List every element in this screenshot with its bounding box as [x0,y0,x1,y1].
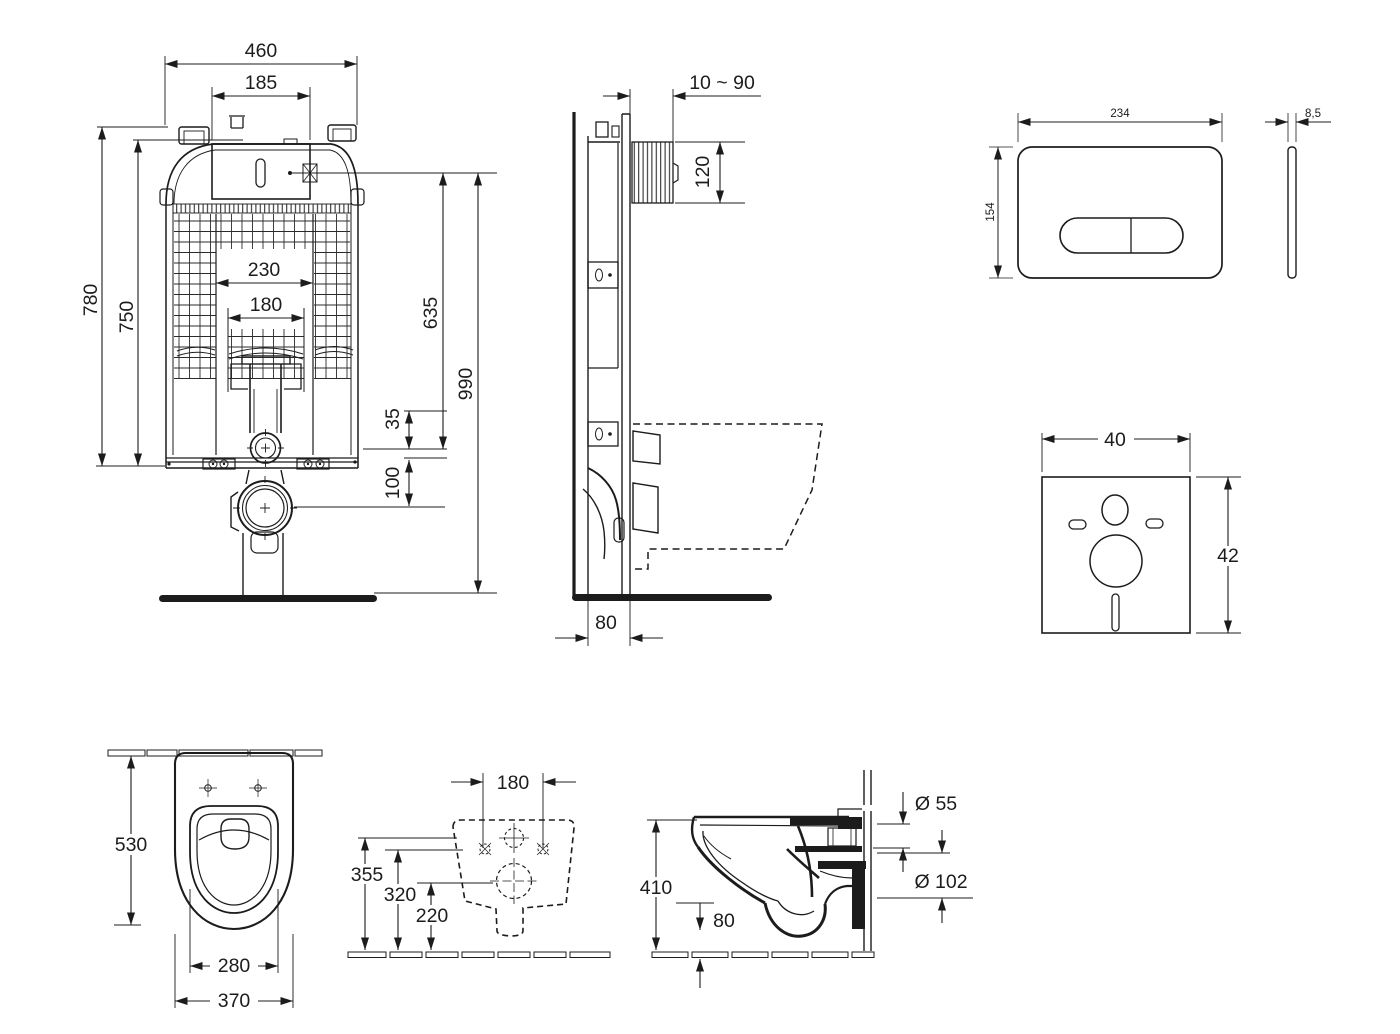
dim-mat-height: 42 [1217,545,1239,567]
frame-and-mesh [165,203,359,468]
dim-overall-width: 460 [245,40,278,62]
flush-plate-dimensions: 234 154 8,5 [985,108,1331,279]
dim-frame-height: 780 [80,284,102,317]
rear-fixing-targets [478,823,550,904]
pan-rear-dimensions: 180 355 320 220 [346,772,576,950]
dim-floor-clearance: 80 [713,910,735,932]
wall-strip [107,749,323,757]
dim-rail-spacing: 230 [248,259,281,281]
water-inlet-box [631,141,674,204]
pan-rear-outline-dashed [452,819,575,937]
dim-pan-depth: 530 [115,834,148,856]
dim-height-low: 220 [416,905,449,927]
frame-bottom-rail [166,457,358,470]
flush-bend-profile [582,467,625,560]
pan-mounting-brackets [632,430,661,534]
flush-button [1059,217,1184,254]
floor-strip-side [651,951,875,958]
pan-outline-dashed [633,423,823,570]
sound-mat-dimensions: 40 42 [1041,429,1245,634]
dim-valve-height: 635 [420,297,442,330]
pan-rear-view: 180 355 320 220 [346,772,611,958]
sound-mat-view: 40 42 [1041,429,1245,634]
cistern-front-view: 460 185 780 750 230 180 635 990 35 100 [80,40,497,602]
drain-outlet [159,469,377,602]
dim-fixing-hole-spacing: 180 [497,772,530,794]
pan-side-dimensions: 410 80 Ø 55 Ø 102 [635,792,973,988]
frame-side-view: 10 ~ 90 120 80 [555,72,823,646]
seat-inner [196,813,272,906]
mesh-panel [174,214,350,249]
dim-frame-depth: 80 [595,612,617,634]
pan-body-outline [173,751,295,931]
flush-plate-body [1017,146,1223,279]
pan-side-view: 410 80 Ø 55 Ø 102 [635,770,973,988]
access-panel [211,143,311,200]
dim-seat-width: 280 [218,955,251,977]
dim-valve-offset: 35 [382,408,404,430]
dim-height-mid: 320 [384,884,417,906]
base-plate-side [572,594,772,601]
flush-plate-side-profile [1287,146,1297,279]
pan-side-profile [690,808,866,938]
dim-wall-distance-range: 10 ~ 90 [689,72,755,94]
dim-tank-access-width: 185 [245,72,278,94]
floor-strip-rear [347,951,611,958]
frame-side-dimensions: 10 ~ 90 120 80 [555,72,761,646]
dim-height-top: 355 [351,864,384,886]
cistern-tank [159,115,365,206]
dim-mat-width: 40 [1104,429,1126,451]
cistern-front-dimensions: 460 185 780 750 230 180 635 990 35 100 [80,40,497,594]
frame-fixing-boxes [587,261,619,447]
dim-plate-height: 154 [985,202,997,222]
flush-bend [230,355,302,467]
pan-top-dimensions: 530 280 370 [109,756,294,1012]
base-plate [159,595,377,602]
flush-opening [220,818,250,850]
pan-top-view: 530 280 370 [107,749,323,1012]
dim-tank-height: 750 [116,301,138,334]
dim-flush-pipe-spacing: 180 [250,294,283,316]
dim-inlet-diameter: Ø 55 [915,793,957,815]
dim-pan-height: 410 [640,877,673,899]
dim-inlet-box-height: 120 [692,156,714,189]
fixing-marks [199,779,267,797]
dim-plate-width: 234 [1110,108,1130,120]
dim-outlet-diameter: Ø 102 [914,871,967,893]
dim-total-height: 990 [455,368,477,401]
dim-outlet-offset: 100 [382,467,404,500]
access-slot [255,158,266,188]
dim-plate-thickness: 8,5 [1305,108,1321,120]
sound-mat-body [1041,476,1191,634]
seat-outer [189,805,279,914]
dim-pan-width: 370 [218,990,251,1012]
flush-plate-view: 234 154 8,5 [985,108,1331,279]
